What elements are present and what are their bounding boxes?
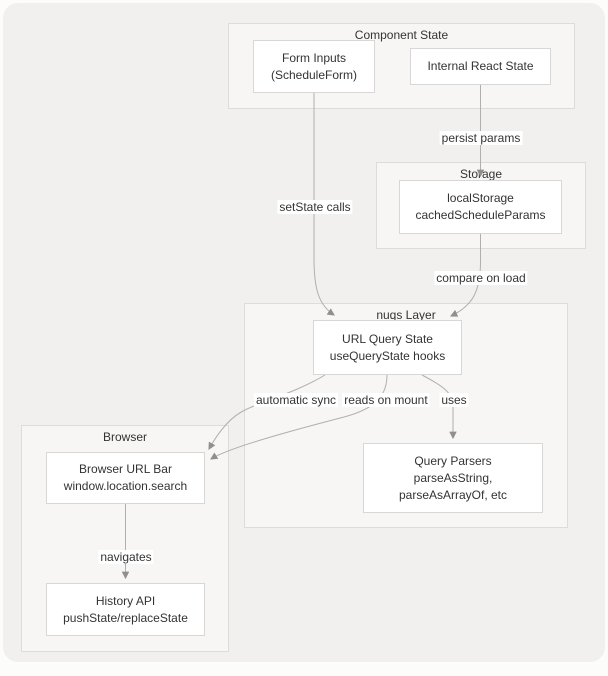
container-component-state-title: Component State bbox=[354, 28, 449, 42]
node-internal-react-state: Internal React State bbox=[410, 48, 551, 85]
node-url-query-state-line2: useQueryState hooks bbox=[329, 348, 446, 363]
node-url-query-state-line1: URL Query State bbox=[342, 331, 433, 346]
container-browser-title: Browser bbox=[102, 430, 147, 444]
node-browser-url-bar-line1: Browser URL Bar bbox=[79, 462, 172, 476]
node-localstorage-line1: localStorage bbox=[447, 191, 514, 205]
node-query-parsers-line2: parseAsString, bbox=[413, 470, 493, 485]
node-form-inputs-line1: Form Inputs bbox=[281, 50, 347, 65]
node-browser-url-bar: Browser URL Bar window.location.search bbox=[46, 452, 205, 504]
edge-label-persist-params: persist params bbox=[439, 131, 523, 145]
edge-label-setstate-calls: setState calls bbox=[277, 200, 353, 214]
node-internal-react-state-line1: Internal React State bbox=[427, 59, 534, 73]
node-localstorage-line2: cachedScheduleParams bbox=[415, 208, 546, 222]
node-query-parsers: Query Parsers parseAsString, parseAsArra… bbox=[363, 443, 543, 513]
node-browser-url-bar-line2: window.location.search bbox=[63, 479, 188, 493]
edge-label-uses: uses bbox=[439, 393, 469, 407]
node-form-inputs: Form Inputs (ScheduleForm) bbox=[253, 40, 375, 93]
node-history-api-line1: History API bbox=[95, 593, 156, 608]
node-history-api: History API pushState/replaceState bbox=[46, 583, 205, 636]
node-query-parsers-line1: Query Parsers bbox=[414, 453, 492, 468]
node-form-inputs-line2: (ScheduleForm) bbox=[270, 67, 358, 82]
edge-label-navigates: navigates bbox=[98, 550, 154, 564]
node-history-api-line2: pushState/replaceState bbox=[63, 610, 188, 625]
node-query-parsers-line3: parseAsArrayOf, etc bbox=[398, 487, 508, 502]
node-localstorage: localStorage cachedScheduleParams bbox=[399, 180, 562, 234]
edge-label-compare-on-load: compare on load bbox=[434, 271, 528, 285]
container-nuqs-layer-title: nuqs Layer bbox=[376, 308, 436, 322]
edge-label-reads-on-mount: reads on mount bbox=[342, 393, 430, 407]
edge-label-automatic-sync: automatic sync bbox=[253, 393, 339, 407]
node-url-query-state: URL Query State useQueryState hooks bbox=[313, 320, 462, 375]
